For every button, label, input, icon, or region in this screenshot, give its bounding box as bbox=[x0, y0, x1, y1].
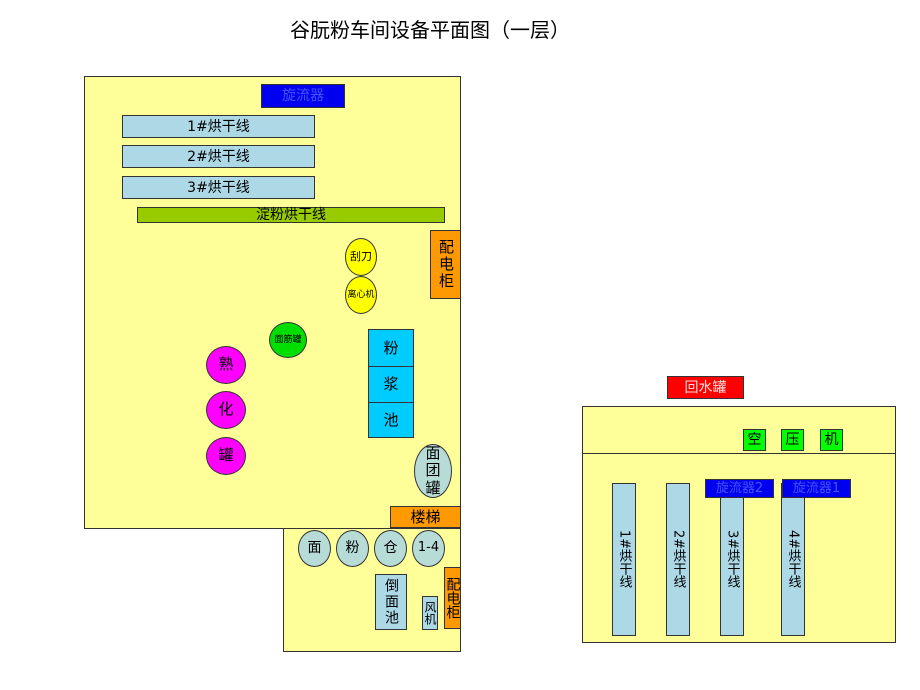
ripening-tank-3: 罐 bbox=[206, 437, 246, 475]
flour-bin-4: 1-4 bbox=[412, 530, 445, 567]
air-compressor-3: 机 bbox=[820, 429, 843, 451]
flour-bin-1: 面 bbox=[298, 530, 331, 567]
cyclone-separator-2: 旋流器2 bbox=[705, 479, 774, 498]
ripening-tank-2: 化 bbox=[206, 391, 246, 429]
right-dryer-line-2-label: 2#烘干线 bbox=[670, 530, 686, 589]
page-title: 谷朊粉车间设备平面图（一层） bbox=[290, 18, 570, 42]
left-floor-area bbox=[84, 76, 461, 529]
scraper: 刮刀 bbox=[345, 238, 377, 276]
right-dryer-line-1: 1#烘干线 bbox=[612, 483, 636, 636]
right-dryer-line-2: 2#烘干线 bbox=[666, 483, 690, 636]
gluten-tank: 面筋罐 bbox=[269, 322, 307, 358]
air-compressor-2: 压 bbox=[781, 429, 804, 451]
centrifuge: 离心机 bbox=[345, 276, 377, 314]
dough-tank: 面团罐 bbox=[414, 444, 452, 498]
right-dryer-line-4: 4#烘干线 bbox=[781, 483, 805, 636]
fan: 风机 bbox=[422, 596, 438, 630]
stairs: 楼梯 bbox=[390, 506, 461, 528]
slurry-pool-3: 池 bbox=[368, 402, 414, 438]
dough-pool: 倒面池 bbox=[375, 574, 407, 630]
right-dryer-line-1-label: 1#烘干线 bbox=[616, 530, 632, 589]
flour-bin-2: 粉 bbox=[336, 530, 369, 567]
return-water-tank: 回水罐 bbox=[667, 376, 744, 399]
distribution-cabinet: 配电柜 bbox=[430, 230, 461, 299]
right-dryer-line-4-label: 4#烘干线 bbox=[785, 530, 801, 589]
flour-bin-3: 仓 bbox=[374, 530, 407, 567]
right-dryer-line-3-label: 3#烘干线 bbox=[724, 530, 740, 589]
distribution-cabinet-2: 配电柜 bbox=[444, 567, 461, 629]
right-dryer-line-3: 3#烘干线 bbox=[720, 483, 744, 636]
dryer-line-3: 3#烘干线 bbox=[122, 176, 315, 199]
cyclone-separator: 旋流器 bbox=[261, 84, 345, 108]
air-compressor-1: 空 bbox=[743, 429, 766, 451]
ripening-tank-1: 熟 bbox=[206, 346, 246, 384]
dryer-line-1: 1#烘干线 bbox=[122, 115, 315, 138]
right-top-area bbox=[582, 406, 896, 454]
starch-dryer-line: 淀粉烘干线 bbox=[137, 207, 445, 223]
dryer-line-2: 2#烘干线 bbox=[122, 145, 315, 168]
cyclone-separator-1: 旋流器1 bbox=[782, 479, 851, 498]
slurry-pool-2: 浆 bbox=[368, 366, 414, 403]
slurry-pool-1: 粉 bbox=[368, 329, 414, 367]
dough-tank-label: 面团罐 bbox=[425, 444, 441, 497]
